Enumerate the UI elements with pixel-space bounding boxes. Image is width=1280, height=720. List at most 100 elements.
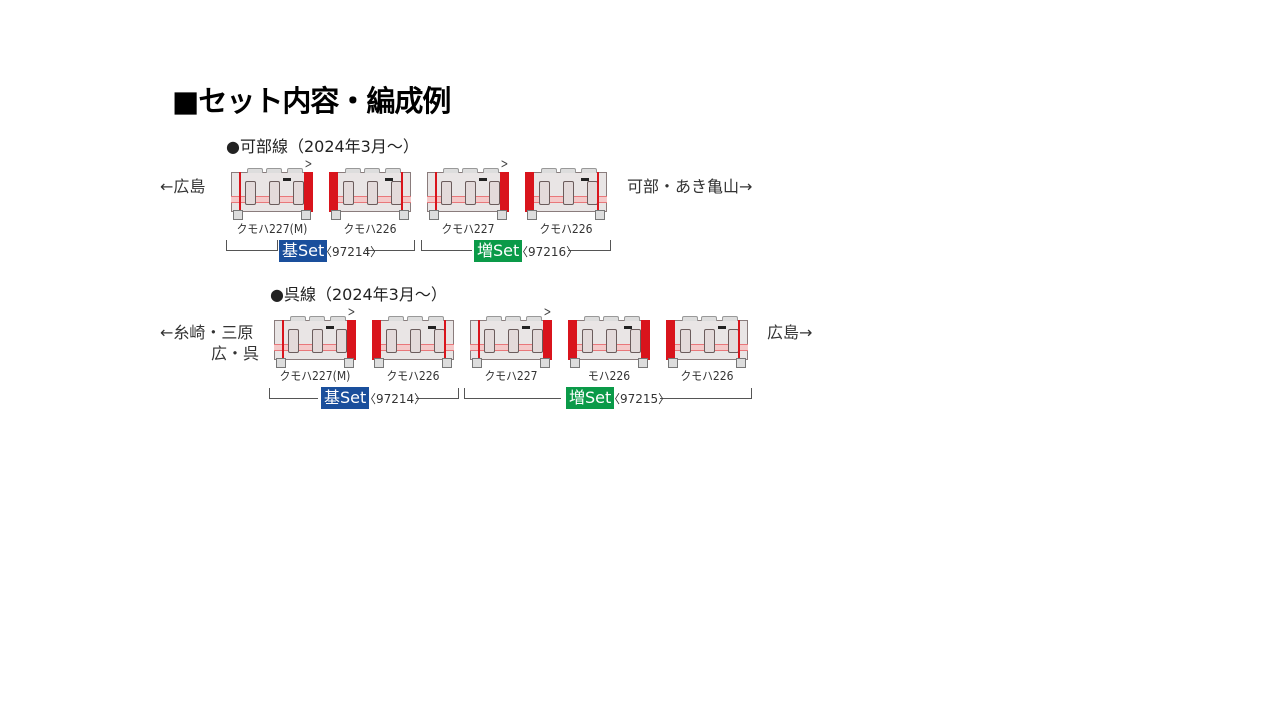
- roof-vent: [247, 168, 263, 173]
- roof-vent: [701, 316, 717, 321]
- car-name: クモハ227(M): [236, 222, 308, 236]
- car-end-red: [500, 172, 509, 212]
- car-window: [465, 181, 476, 205]
- car-window: [563, 181, 574, 205]
- car-window: [630, 329, 641, 353]
- roof-vent: [560, 168, 576, 173]
- bogie: [331, 210, 341, 220]
- roof-vent: [722, 316, 738, 321]
- bogie: [442, 358, 452, 368]
- car-name: モハ226: [587, 369, 631, 383]
- direction-left: ←糸崎・三原: [160, 323, 254, 342]
- car-window: [269, 181, 280, 205]
- car-window: [367, 181, 378, 205]
- roof-vent: [505, 316, 521, 321]
- roof-vent: [266, 168, 282, 173]
- bogie: [344, 358, 354, 368]
- car-end-red: [525, 172, 534, 212]
- set-badge-add: 増Set: [474, 240, 523, 262]
- roof-vent: [581, 168, 597, 173]
- direction-right: 広島→: [767, 323, 813, 342]
- roof-vent: [388, 316, 404, 321]
- page-title: ■セット内容・編成例: [172, 84, 451, 118]
- car-window: [312, 329, 323, 353]
- car-window: [288, 329, 299, 353]
- bracket: [269, 388, 318, 399]
- car-end-red: [543, 320, 552, 360]
- cab-end: [401, 172, 403, 212]
- roof-vent: [682, 316, 698, 321]
- roof-vent: [541, 168, 557, 173]
- car-window: [441, 181, 452, 205]
- train-car: [660, 316, 754, 368]
- car-marker: [624, 326, 632, 329]
- cab-end: [435, 172, 437, 212]
- bogie: [540, 358, 550, 368]
- set-code: 〈97214〉: [364, 392, 427, 406]
- roof-vent: [407, 316, 423, 321]
- pantograph-icon: >: [347, 305, 356, 320]
- bogie: [570, 358, 580, 368]
- bogie: [276, 358, 286, 368]
- roof-vent: [486, 316, 502, 321]
- car-end-red: [329, 172, 338, 212]
- train-car: >: [421, 157, 515, 220]
- roof-vent: [526, 316, 542, 321]
- roof-vent: [428, 316, 444, 321]
- car-marker: [581, 178, 589, 181]
- car-name: クモハ226: [539, 222, 593, 236]
- car-end-red: [641, 320, 650, 360]
- pantograph-icon: >: [500, 157, 509, 172]
- car-end-red: [666, 320, 675, 360]
- roof-vent: [385, 168, 401, 173]
- car-window: [680, 329, 691, 353]
- bogie: [399, 210, 409, 220]
- roof-vent: [309, 316, 325, 321]
- set-badge-basic: 基Set: [321, 387, 370, 409]
- roof-vent: [483, 168, 499, 173]
- car-name: クモハ226: [386, 369, 440, 383]
- car-marker: [326, 326, 334, 329]
- train-car: [562, 316, 656, 368]
- bogie: [668, 358, 678, 368]
- car-name: クモハ227(M): [279, 369, 351, 383]
- train-car: [519, 168, 613, 220]
- direction-right: 可部・あき亀山→: [627, 177, 753, 196]
- line-title-kabe: ●可部線（2024年3月〜）: [226, 137, 419, 156]
- car-marker: [522, 326, 530, 329]
- roof-vent: [584, 316, 600, 321]
- cab-end: [444, 320, 446, 360]
- bracket: [660, 388, 752, 399]
- direction-left-2: 広・呉: [211, 344, 260, 363]
- set-code: 〈97216〉: [516, 245, 579, 259]
- car-end-red: [347, 320, 356, 360]
- car-marker: [428, 326, 436, 329]
- car-window: [245, 181, 256, 205]
- bogie: [497, 210, 507, 220]
- roof-vent: [462, 168, 478, 173]
- bracket: [416, 388, 459, 399]
- cab-end: [239, 172, 241, 212]
- car-window: [484, 329, 495, 353]
- roof-vent: [624, 316, 640, 321]
- roof-vent: [364, 168, 380, 173]
- car-window: [508, 329, 519, 353]
- direction-left: ←広島: [160, 177, 206, 196]
- roof-vent: [287, 168, 303, 173]
- bogie: [233, 210, 243, 220]
- car-end-red: [568, 320, 577, 360]
- car-name: クモハ226: [343, 222, 397, 236]
- car-window: [606, 329, 617, 353]
- roof-vent: [603, 316, 619, 321]
- car-window: [410, 329, 421, 353]
- bogie: [374, 358, 384, 368]
- cab-end: [597, 172, 599, 212]
- set-code: 〈97215〉: [608, 392, 671, 406]
- car-name: クモハ227: [441, 222, 495, 236]
- train-car: >: [225, 157, 319, 220]
- car-window: [336, 329, 347, 353]
- bogie: [638, 358, 648, 368]
- bracket: [464, 388, 561, 399]
- car-name: クモハ227: [484, 369, 538, 383]
- bracket: [366, 240, 415, 251]
